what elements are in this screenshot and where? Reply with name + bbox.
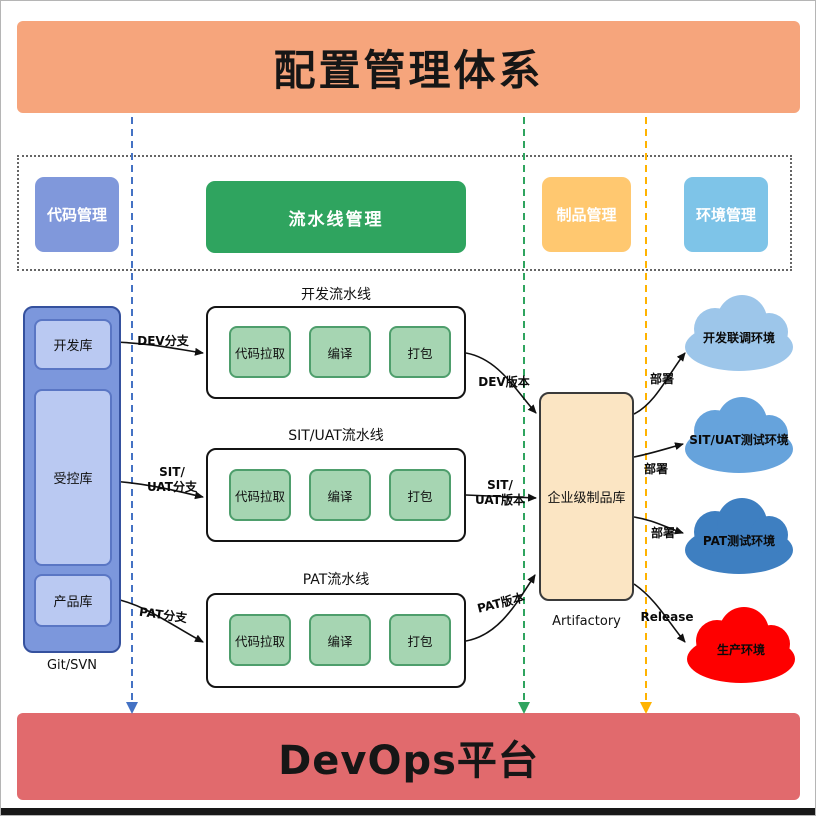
step-checkout: 代码拉取 — [229, 614, 291, 666]
repo-controlled: 受控库 — [34, 389, 112, 566]
repo-dev-label: 开发库 — [53, 339, 93, 354]
pipeline-situat-title: SIT/UAT流水线 — [288, 428, 384, 444]
cloud-prod-env — [687, 607, 795, 683]
step-package: 打包 — [389, 469, 451, 521]
label-dev-branch: DEV分支 — [131, 334, 195, 349]
arrow-situat-branch — [111, 480, 204, 500]
repo-dev: 开发库 — [34, 319, 112, 370]
arrow-dev-version — [465, 352, 537, 414]
title-banner: 配置管理体系 — [17, 21, 800, 113]
category-env-mgmt: 环境管理 — [684, 177, 768, 252]
cloud-dev-joint-env — [685, 295, 793, 371]
bottom-edge-strip — [1, 808, 815, 815]
env-dev-joint-label: 开发联调环境 — [702, 331, 775, 345]
devops-banner-text: DevOps平台 — [278, 737, 539, 784]
step-label: 编译 — [327, 633, 353, 649]
label-line: UAT分支 — [147, 480, 197, 494]
artifact-repo-box: 企业级制品库 — [539, 392, 634, 601]
step-compile: 编译 — [309, 614, 371, 666]
repo-product: 产品库 — [34, 574, 112, 627]
category-strip — [17, 155, 792, 271]
category-pipeline-label: 流水线管理 — [288, 209, 384, 230]
label-line: DEV分支 — [137, 334, 189, 348]
git-svn-caption: Git/SVN — [46, 658, 98, 673]
env-situat-test-label: SIT/UAT测试环境 — [689, 433, 789, 447]
title-banner-text: 配置管理体系 — [273, 45, 544, 95]
arrow-pat-version — [465, 574, 536, 642]
arrow-pat-branch — [111, 597, 204, 643]
cloud-part — [750, 516, 788, 554]
cloud-pat-test-env — [685, 498, 793, 574]
step-package: 打包 — [389, 326, 451, 378]
cloud-part — [752, 625, 790, 663]
step-checkout: 代码拉取 — [229, 326, 291, 378]
step-label: 编译 — [327, 345, 353, 361]
step-label: 代码拉取 — [234, 488, 285, 504]
arrow-situat-version — [465, 493, 537, 502]
step-label: 打包 — [407, 345, 433, 361]
label-situat-branch: SIT/ UAT分支 — [139, 465, 205, 495]
label-release-prod: Release — [640, 610, 694, 624]
label-deploy-pat: 部署 — [650, 526, 675, 540]
pipeline-dev-title: 开发流水线 — [301, 287, 371, 303]
step-compile: 编译 — [309, 469, 371, 521]
arrow-deploy-pat-env — [633, 516, 684, 535]
env-pat-test-label: PAT测试环境 — [702, 534, 776, 548]
repo-product-label: 产品库 — [53, 595, 93, 610]
cloud-part — [750, 313, 788, 351]
artifact-repo-label: 企业级制品库 — [547, 491, 626, 506]
arrow-release-prod-env — [633, 583, 686, 643]
step-label: 打包 — [407, 488, 433, 504]
label-line: SIT/ — [487, 478, 513, 492]
arrow-deploy-dev-env — [633, 352, 686, 415]
step-label: 代码拉取 — [234, 345, 285, 361]
artifactory-caption: Artifactory — [552, 614, 621, 629]
category-code-label: 代码管理 — [46, 206, 107, 224]
category-pipeline-mgmt: 流水线管理 — [206, 181, 466, 253]
cloud-situat-test-env — [685, 397, 793, 473]
step-label: 代码拉取 — [234, 633, 285, 649]
step-label: 打包 — [407, 633, 433, 649]
env-prod-label: 生产环境 — [716, 643, 765, 657]
label-situat-version: SIT/ UAT版本 — [467, 478, 533, 508]
category-code-mgmt: 代码管理 — [35, 177, 119, 252]
label-line: DEV版本 — [478, 375, 530, 389]
devops-banner: DevOps平台 — [17, 713, 800, 800]
cloud-part — [750, 415, 788, 453]
step-package: 打包 — [389, 614, 451, 666]
label-line: UAT版本 — [475, 493, 525, 507]
arrow-dev-branch — [111, 341, 204, 356]
category-artifact-label: 制品管理 — [556, 206, 617, 224]
label-dev-version: DEV版本 — [472, 375, 536, 390]
step-compile: 编译 — [309, 326, 371, 378]
category-env-label: 环境管理 — [695, 206, 756, 224]
arrow-deploy-situat-env — [633, 442, 684, 458]
category-artifact-mgmt: 制品管理 — [542, 177, 631, 252]
label-line: SIT/ — [159, 465, 185, 479]
step-label: 编译 — [327, 488, 353, 504]
repo-controlled-label: 受控库 — [53, 472, 93, 487]
label-deploy-dev: 部署 — [649, 372, 674, 386]
label-deploy-situat: 部署 — [643, 462, 668, 476]
pipeline-pat-title: PAT流水线 — [302, 572, 370, 588]
step-checkout: 代码拉取 — [229, 469, 291, 521]
